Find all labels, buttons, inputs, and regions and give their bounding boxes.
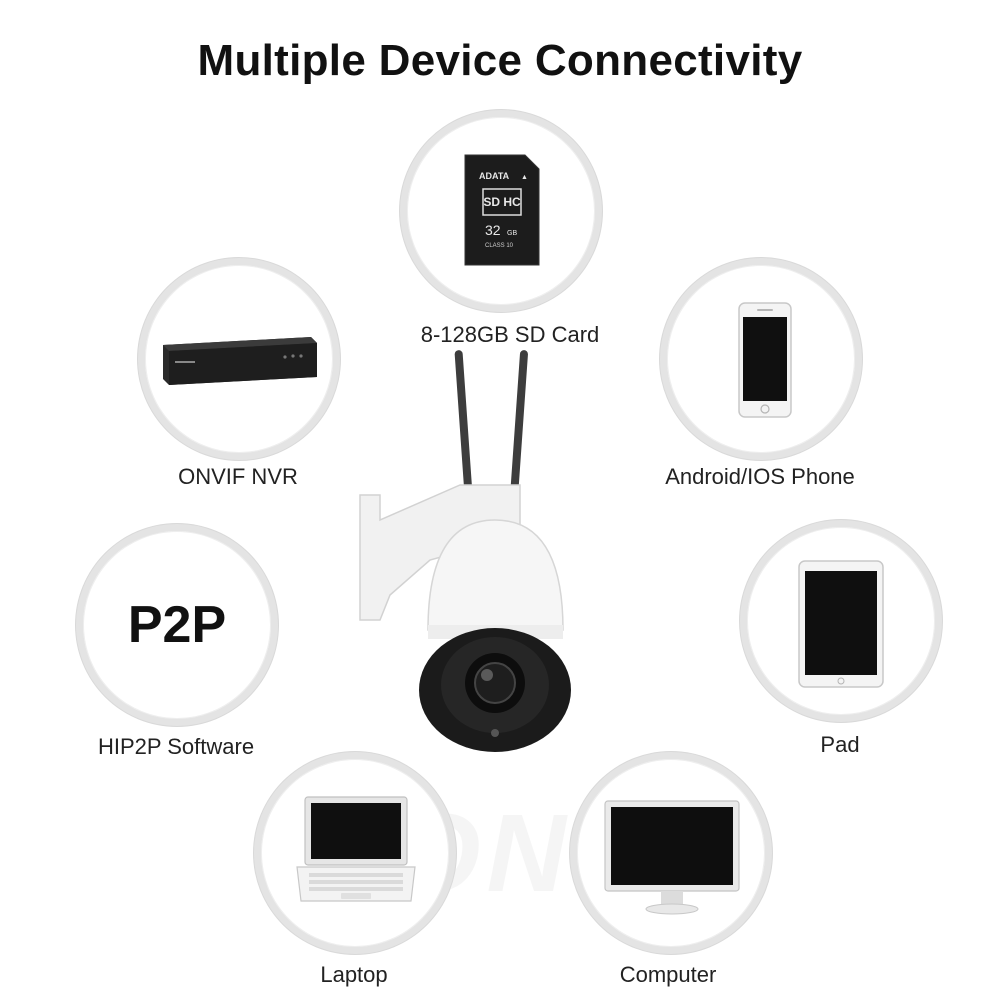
sd-card-capacity-unit: GB xyxy=(507,230,517,237)
svg-text:▲: ▲ xyxy=(521,174,528,181)
phone-label: Android/IOS Phone xyxy=(665,464,855,489)
pad-circle xyxy=(740,520,942,722)
computer-circle xyxy=(570,752,772,954)
sd-card-capacity: 32 xyxy=(485,222,501,238)
sd-card-label: 8-128GB SD Card xyxy=(420,322,600,347)
laptop-label: Laptop xyxy=(320,962,388,987)
nvr-icon xyxy=(163,337,317,385)
laptop-circle xyxy=(254,752,456,954)
computer-label: Computer xyxy=(619,962,717,987)
monitor-icon xyxy=(604,800,740,915)
pad-label: Pad xyxy=(820,732,860,757)
sd-card-circle: ADATA ▲ SD HC 32 GB CLASS 10 xyxy=(400,110,602,312)
ptz-camera xyxy=(359,350,571,752)
tablet-icon xyxy=(798,560,884,688)
p2p-badge: P2P xyxy=(127,596,227,654)
nvr-circle xyxy=(138,258,340,460)
sd-card-brand: ADATA xyxy=(479,171,510,181)
p2p-circle: P2P xyxy=(76,524,278,726)
phone-circle xyxy=(660,258,862,460)
sd-card-type: SD HC xyxy=(483,195,521,209)
sd-card-class: CLASS 10 xyxy=(485,243,514,249)
p2p-label: HIP2P Software xyxy=(97,734,255,759)
sd-card-icon: ADATA ▲ SD HC 32 GB CLASS 10 xyxy=(464,154,540,266)
page-title: Multiple Device Connectivity xyxy=(197,36,803,85)
laptop-icon xyxy=(296,796,416,902)
nvr-label: ONVIF NVR xyxy=(178,464,298,489)
smartphone-icon xyxy=(738,302,792,418)
